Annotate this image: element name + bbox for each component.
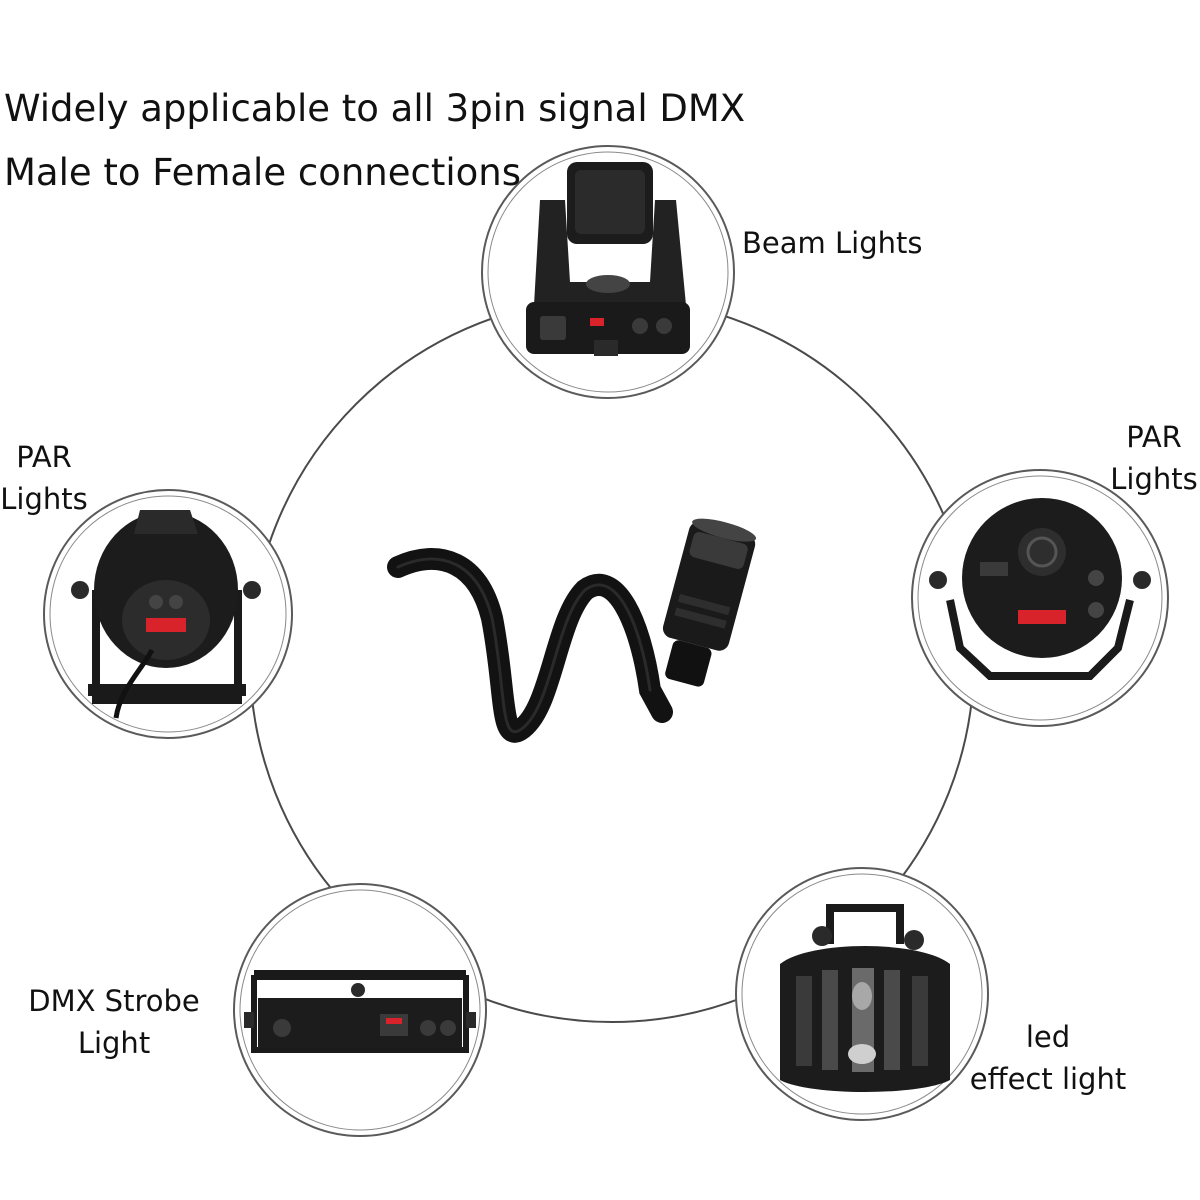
derby-effect-light-icon [780,904,950,1092]
label-par-lights-right: PAR Lights [1108,416,1200,500]
label-par-left-line-2: Lights [0,482,88,516]
strobe-bar-light-icon [244,970,476,1053]
par-right-circle [911,469,1169,727]
label-beam-lights: Beam Lights [742,222,922,264]
beam-light-circle [481,145,735,399]
label-par-lights-left: PAR Lights [0,436,88,520]
par-left-circle [43,489,293,739]
label-par-left-line-1: PAR [16,440,72,474]
moving-head-light-icon [526,162,690,356]
label-par-right-line-2: Lights [1110,462,1198,496]
strobe-circle [233,883,487,1137]
label-led-effect-light: led effect light [960,1016,1136,1100]
label-par-right-line-1: PAR [1126,420,1182,454]
headline-line-2: Male to Female connections [4,151,521,194]
label-dmx-strobe-light: DMX Strobe Light [16,980,212,1064]
flat-par-light-icon [929,498,1151,680]
xlr-cable-icon [387,518,757,743]
label-beam-line-1: Beam Lights [742,226,923,260]
label-led-line-1: led [1025,1020,1071,1054]
label-strobe-line-2: Light [77,1026,151,1060]
label-strobe-line-1: DMX Strobe [28,984,200,1018]
headline-line-1: Widely applicable to all 3pin signal DMX [4,87,746,130]
label-led-line-2: effect light [969,1062,1127,1096]
par-can-light-icon [71,510,261,719]
led-effect-circle [735,867,989,1121]
